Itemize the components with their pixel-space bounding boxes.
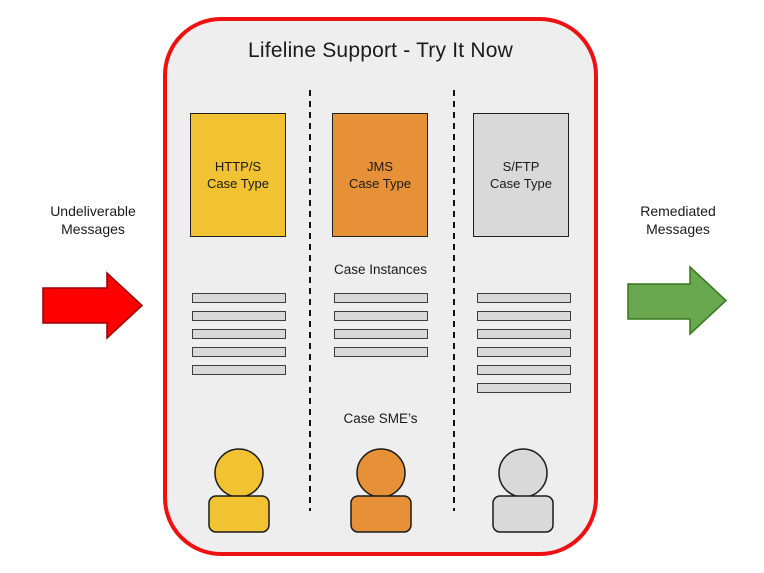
case-type-jms-line1: JMS [367,159,393,174]
case-instance-bar [477,311,571,321]
person-head [498,448,548,498]
case-type-https-line2: Case Type [207,176,269,191]
case-instance-bar [334,347,428,357]
person-head [356,448,406,498]
case-instance-bar [192,347,286,357]
column-divider-1 [309,90,311,511]
inflow-red-arrow-icon [42,271,144,340]
case-instances-label: Case Instances [333,262,428,277]
case-instance-bar [477,293,571,303]
undeliverable-messages-line2: Messages [61,221,125,237]
case-instance-bar [192,365,286,375]
case-type-sftp-line2: Case Type [490,176,552,191]
case-instance-bars-https [192,293,286,383]
person-icon-https-sme [208,448,270,533]
person-body [350,495,412,533]
person-icon-sftp-sme [492,448,554,533]
lifeline-support-container: Lifeline Support - Try It Now HTTP/S Cas… [163,17,598,556]
case-type-jms-line2: Case Type [349,176,411,191]
case-type-sftp-line1: S/FTP [502,159,540,174]
remediated-messages-line2: Messages [646,221,710,237]
case-instance-bars-jms [334,293,428,365]
case-type-box-https: HTTP/S Case Type [190,113,286,237]
outflow-green-arrow-shape [627,265,728,336]
case-instance-bar [192,329,286,339]
case-instance-bar [192,311,286,321]
case-instance-bar [334,311,428,321]
case-type-https-line1: HTTP/S [214,159,262,174]
case-type-box-jms: JMS Case Type [332,113,428,237]
case-smes-label: Case SME’s [343,411,418,426]
person-body [208,495,270,533]
case-instance-bar [477,383,571,393]
person-body [492,495,554,533]
inflow-red-arrow-shape [42,271,144,340]
case-instance-bar [334,329,428,339]
undeliverable-messages-line1: Undeliverable [50,203,136,219]
outflow-green-arrow-icon [627,265,728,336]
remediated-messages-label: Remediated Messages [598,202,758,238]
case-instance-bar [334,293,428,303]
case-instance-bar [477,329,571,339]
case-instance-bar [477,365,571,375]
case-instance-bar [192,293,286,303]
column-divider-2 [453,90,455,511]
person-head [214,448,264,498]
case-type-box-sftp: S/FTP Case Type [473,113,569,237]
diagram-title: Lifeline Support - Try It Now [248,39,513,62]
undeliverable-messages-label: Undeliverable Messages [13,202,173,238]
remediated-messages-line1: Remediated [640,203,716,219]
case-instance-bar [477,347,571,357]
person-icon-jms-sme [350,448,412,533]
case-instance-bars-sftp [477,293,571,401]
